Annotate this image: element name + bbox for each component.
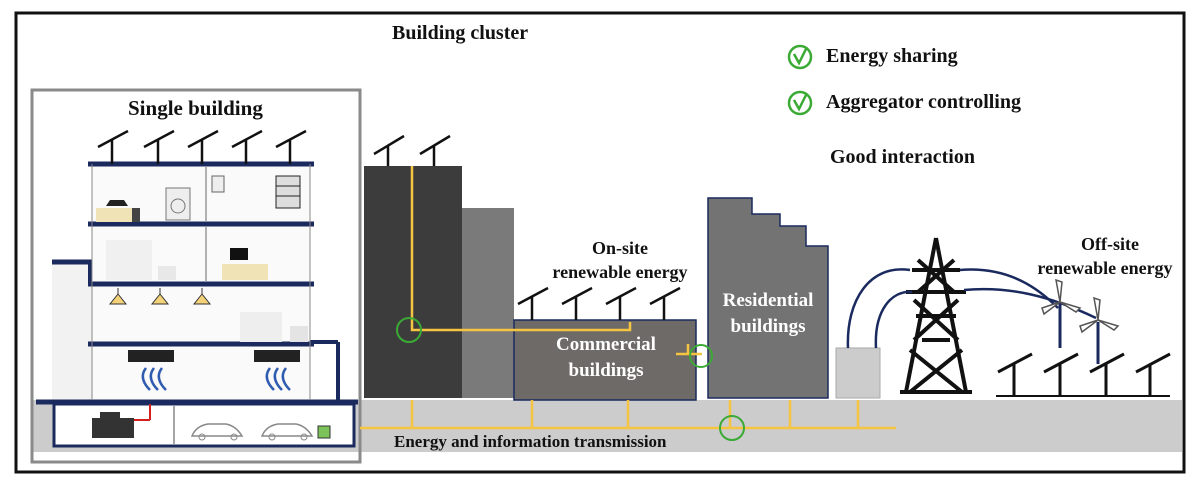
washing-machine-icon <box>165 187 191 221</box>
monitor-icon <box>230 248 248 260</box>
single-building-frame <box>30 88 362 464</box>
check-circle-icon <box>787 44 813 70</box>
ceiling-lamp-icon <box>108 288 128 305</box>
electric-car-icon <box>260 423 314 441</box>
hvac-unit-icon <box>128 350 174 391</box>
computer-desk <box>222 264 268 280</box>
solar-panels-single <box>97 129 307 164</box>
annex <box>52 260 92 400</box>
hvac-unit-icon <box>254 350 300 391</box>
residential-label-line2: buildings <box>730 316 806 337</box>
office-furniture <box>106 240 152 280</box>
residential-label-line1: Residential <box>722 290 814 311</box>
energy-sharing-node <box>719 415 745 441</box>
energy-sharing-node <box>689 344 713 368</box>
substation <box>835 347 881 399</box>
legend-energy-sharing: Energy sharing <box>826 45 958 67</box>
electric-car-icon <box>190 423 244 441</box>
ground-strip <box>360 400 1182 452</box>
mid-tower <box>462 208 514 398</box>
check-circle-icon <box>787 90 813 116</box>
offsite-label-line2: renewable energy <box>1037 258 1173 278</box>
good-interaction-label: Good interaction <box>830 146 975 168</box>
building-cluster-title: Building cluster <box>392 22 529 44</box>
charger-icon <box>317 425 331 439</box>
solar-farm <box>996 352 1171 397</box>
power-cables <box>846 268 1097 349</box>
single-building-title: Single building <box>128 96 263 120</box>
onsite-label-line1: On-site <box>592 238 648 258</box>
ceiling-lamp-icon <box>192 288 212 305</box>
solar-panels-tower <box>373 134 451 166</box>
desk <box>96 208 138 222</box>
single-building <box>30 88 362 464</box>
offsite-label-line1: Off-site <box>1081 234 1139 254</box>
generator-icon <box>92 404 151 438</box>
onsite-label-line2: renewable energy <box>552 262 688 282</box>
printer-icon <box>106 200 128 206</box>
water-heater-icon <box>211 175 225 193</box>
wind-turbine-icon <box>1079 296 1120 364</box>
wind-turbine-icon <box>1041 278 1082 348</box>
transmission-label: Energy and information transmission <box>394 432 667 451</box>
commercial-label-line1: Commercial <box>556 334 656 355</box>
residential-building <box>707 197 829 399</box>
solar-panels-commercial <box>517 286 681 320</box>
energy-lines <box>360 166 896 430</box>
energy-sharing-node <box>396 317 422 343</box>
commercial-building <box>513 319 697 401</box>
commercial-label-line2: buildings <box>568 360 644 381</box>
fridge-icon <box>275 175 301 209</box>
ceiling-lamp-icon <box>150 288 170 305</box>
transmission-tower-icon <box>900 237 972 394</box>
legend-aggregator-controlling: Aggregator controlling <box>826 91 1021 113</box>
